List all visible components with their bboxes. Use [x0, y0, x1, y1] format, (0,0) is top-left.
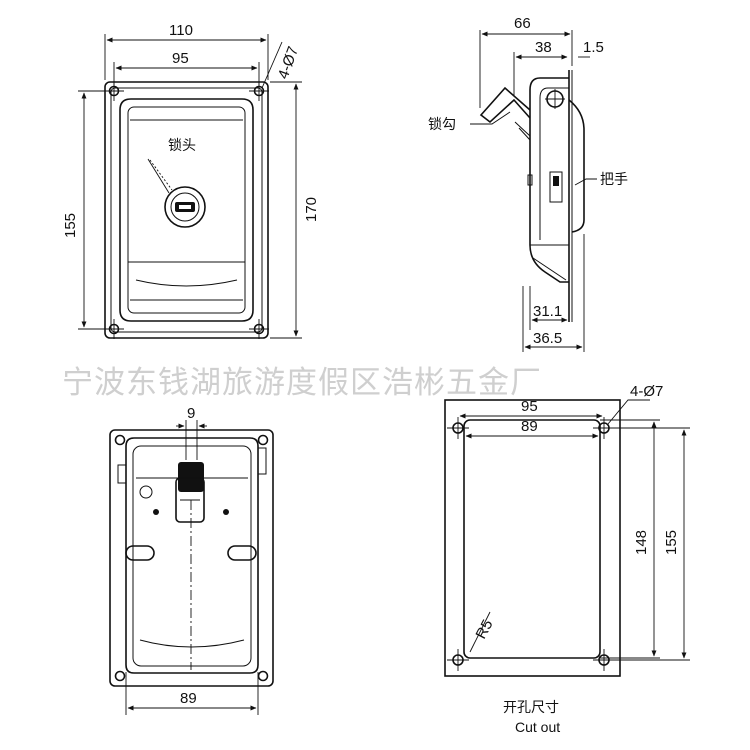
dim-148: 148 [633, 530, 650, 555]
dim-155: 155 [62, 213, 79, 238]
watermark-text: 宁波东钱湖旅游度假区浩彬五金厂 [62, 365, 542, 401]
dim-95-cutout: 95 [521, 398, 538, 415]
label-lock: 锁头 [168, 138, 196, 154]
dim-r5: R5 [473, 617, 497, 642]
dim-95: 95 [172, 50, 189, 67]
cutout-title-en: Cut out [515, 719, 560, 735]
dim-170: 170 [303, 197, 320, 222]
side-view [470, 30, 597, 352]
dim-9: 9 [187, 405, 195, 422]
lock-cylinder-icon [164, 186, 206, 228]
dim-89-back: 89 [180, 690, 197, 707]
front-view [78, 34, 302, 339]
dim-38: 38 [535, 39, 552, 56]
back-view [109, 420, 274, 715]
dim-155-cutout: 155 [663, 530, 680, 555]
dim-36-5: 36.5 [533, 330, 562, 347]
dim-31-1: 31.1 [533, 303, 562, 320]
dim-4-holes-cutout: 4-Ø7 [630, 383, 663, 400]
dim-66: 66 [514, 15, 531, 32]
cutout-title-cn: 开孔尺寸 [503, 700, 559, 716]
label-hook: 锁勾 [428, 117, 456, 133]
dim-1-5: 1.5 [583, 39, 604, 56]
label-handle: 把手 [600, 172, 628, 188]
cutout-view [444, 399, 690, 677]
dim-89-cutout: 89 [521, 418, 538, 435]
dim-110: 110 [169, 22, 193, 39]
